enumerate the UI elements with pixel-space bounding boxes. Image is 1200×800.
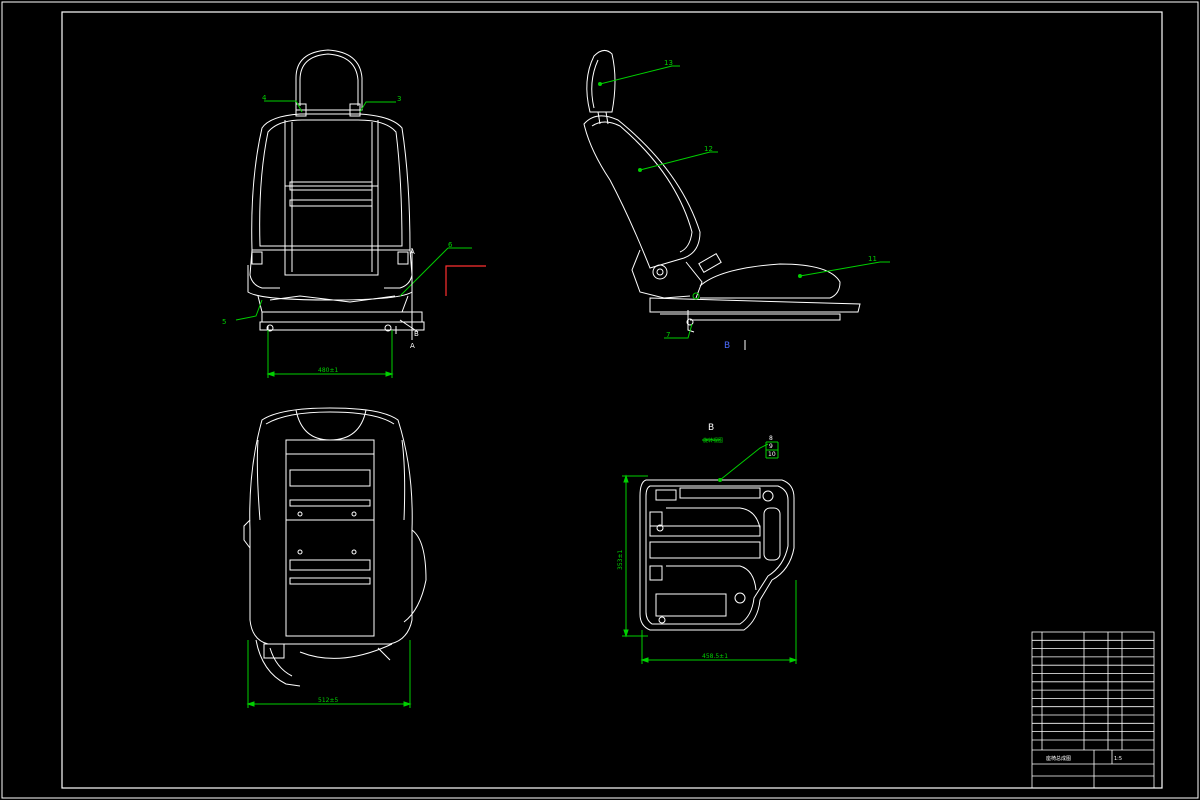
balloon-11: 11	[868, 255, 877, 263]
dim-detail-width: 458.5±1	[702, 653, 728, 660]
section-letter-b-side: B	[724, 341, 730, 351]
rear-view-annotations	[246, 640, 412, 708]
front-view	[247, 49, 425, 334]
section-letter-b-detail: B	[708, 423, 714, 433]
balloon-9: 9	[769, 443, 773, 450]
balloon-7: 7	[666, 331, 670, 339]
balloon-4: 4	[262, 94, 267, 102]
side-view-annotations	[598, 65, 890, 339]
rear-view	[243, 407, 427, 687]
sheet-inner-border	[61, 11, 1163, 789]
balloon-10: 10	[768, 451, 776, 458]
title-block-caption: 座椅总成图	[1046, 755, 1071, 762]
section-mark-red	[445, 265, 486, 296]
detail-view-annotations	[622, 439, 798, 664]
balloon-3: 3	[397, 95, 401, 103]
section-letter-a-top: A	[410, 248, 415, 256]
detail-view-b	[639, 479, 795, 631]
title-block-scale: 1:5	[1114, 756, 1122, 762]
section-a-marker	[399, 248, 419, 340]
balloon-6: 6	[448, 241, 453, 249]
balloon-8: 8	[769, 435, 773, 442]
side-view	[583, 50, 861, 333]
balloon-5: 5	[222, 318, 226, 326]
balloon-12: 12	[704, 145, 713, 153]
dim-front-width: 480±1	[318, 367, 338, 374]
section-letter-a-bottom: A	[410, 342, 415, 350]
parts-list	[1031, 631, 1155, 789]
dim-rear-width: 512±5	[318, 697, 338, 704]
balloon-13: 13	[664, 59, 673, 67]
front-view-annotations	[235, 100, 472, 378]
dim-detail-height: 353±1	[617, 550, 624, 570]
section-letter-b-front: B	[414, 330, 419, 338]
detail-caption: 旋转视图	[703, 437, 723, 444]
